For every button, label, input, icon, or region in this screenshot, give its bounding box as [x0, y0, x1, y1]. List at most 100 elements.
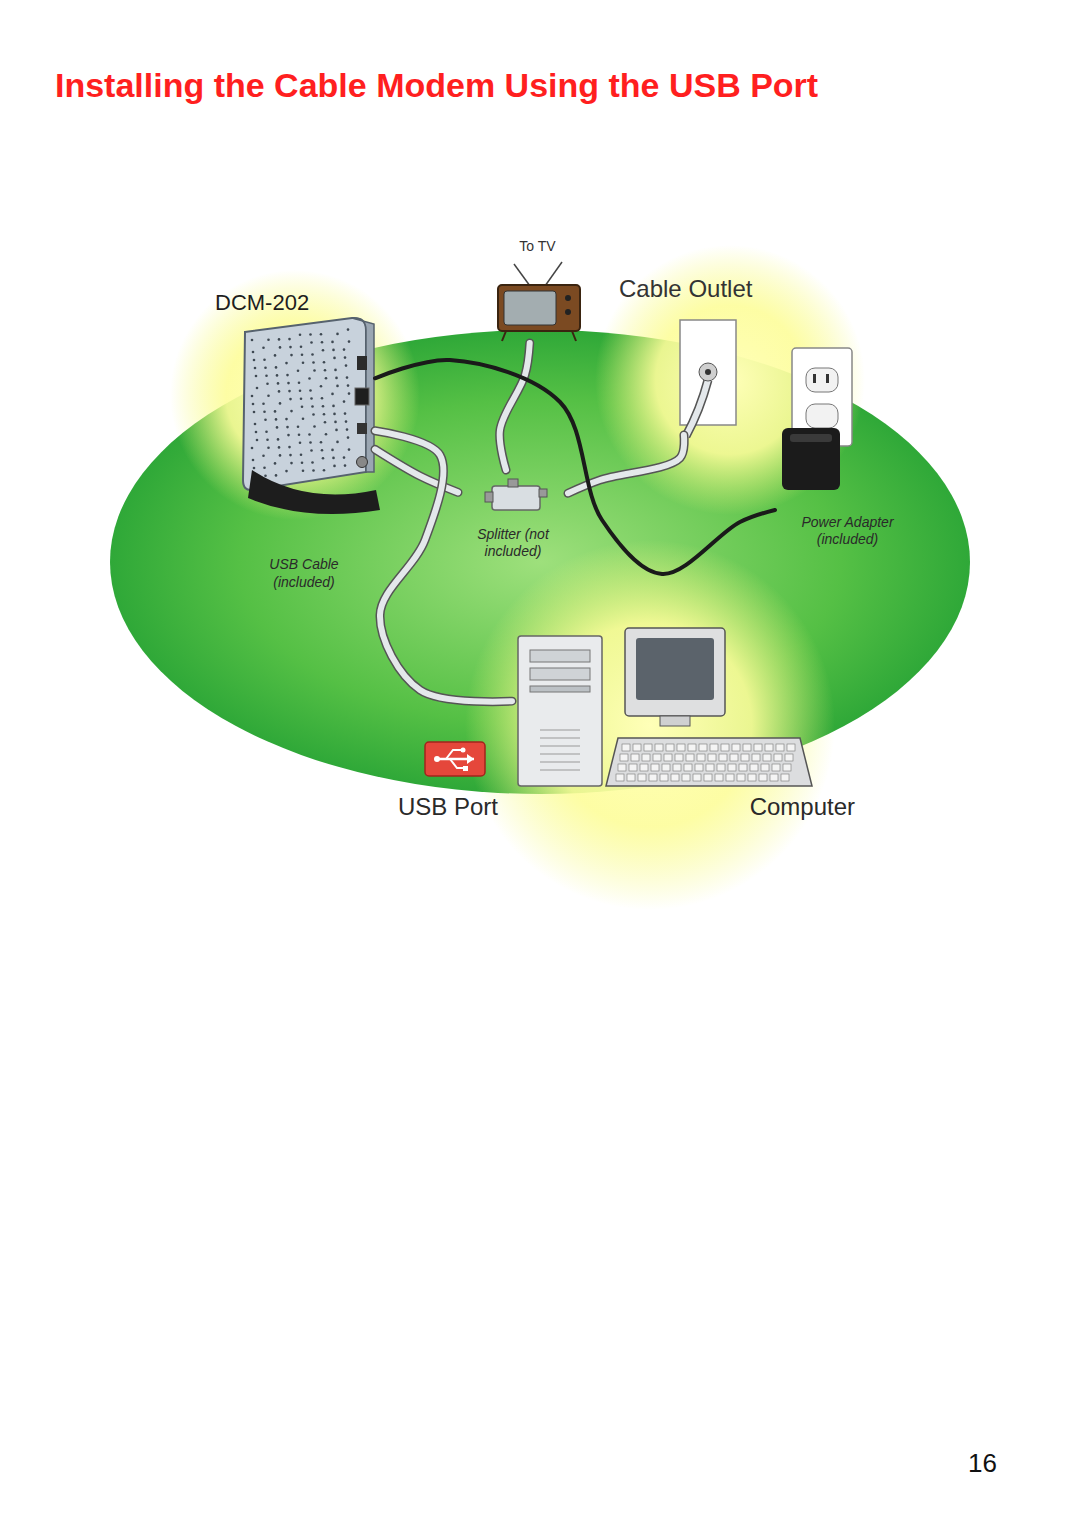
modem-vent	[344, 356, 347, 359]
modem-vent	[309, 389, 312, 392]
modem-vent	[264, 474, 267, 477]
key	[633, 744, 641, 751]
modem-vent	[302, 470, 305, 473]
modem-vent	[348, 392, 351, 395]
modem-vent	[322, 405, 325, 408]
cable-line	[500, 343, 530, 470]
modem-vent	[264, 366, 267, 369]
modem-vent	[313, 425, 316, 428]
modem-vent	[276, 374, 279, 377]
modem-vent	[252, 351, 255, 354]
key	[688, 744, 696, 751]
modem-vent	[276, 426, 279, 429]
modem-vent	[254, 423, 257, 426]
modem-vent	[348, 448, 351, 451]
usb-icon	[425, 742, 485, 776]
modem-vent	[324, 421, 327, 424]
modem-vent	[312, 361, 315, 364]
tv-node: To TV	[490, 238, 585, 343]
modem-drawing	[243, 318, 380, 514]
power-adapter-node: Power Adapter (included)	[775, 420, 920, 550]
modem-vent	[265, 430, 268, 433]
key	[618, 764, 626, 771]
modem-vent	[267, 446, 270, 449]
key	[620, 754, 628, 761]
key	[770, 774, 778, 781]
key	[642, 754, 650, 761]
key	[763, 754, 771, 761]
modem-vent	[286, 374, 289, 377]
cable-outlet-plate	[680, 320, 736, 436]
modem-vent	[311, 461, 314, 464]
key	[739, 764, 747, 771]
modem-vent	[298, 434, 301, 437]
key	[629, 764, 637, 771]
modem-vent	[285, 470, 288, 473]
modem-vent	[251, 395, 254, 398]
modem-vent	[279, 346, 282, 349]
modem-vent	[321, 397, 324, 400]
modem-vent	[321, 341, 324, 344]
modem-vent	[290, 462, 293, 465]
key	[730, 754, 738, 761]
modem-vent	[278, 446, 281, 449]
key	[693, 774, 701, 781]
key	[666, 744, 674, 751]
modem-vent	[263, 358, 266, 361]
modem-vent	[343, 456, 346, 459]
modem-vent	[347, 436, 350, 439]
modem-vent	[331, 449, 334, 452]
key	[715, 774, 723, 781]
modem-vent	[299, 442, 302, 445]
modem-vent	[289, 346, 292, 349]
modem-vent	[323, 469, 326, 472]
key	[726, 774, 734, 781]
key	[682, 774, 690, 781]
modem-label: DCM-202	[215, 290, 309, 316]
key	[671, 774, 679, 781]
modem-vent	[311, 405, 314, 408]
modem-vent	[277, 438, 280, 441]
modem-vent	[333, 357, 336, 360]
modem-vent	[320, 333, 323, 336]
modem-vent	[275, 366, 278, 369]
modem-vent	[336, 333, 339, 336]
power-cord	[375, 360, 775, 574]
modem-node: DCM-202	[205, 288, 375, 510]
key	[748, 774, 756, 781]
modem-vent	[289, 454, 292, 457]
key	[622, 744, 630, 751]
modem-vent	[335, 377, 338, 380]
modem-vent	[308, 377, 311, 380]
modem-vent	[344, 464, 347, 467]
key	[704, 774, 712, 781]
modem-vent	[252, 403, 255, 406]
key	[644, 744, 652, 751]
key	[783, 764, 791, 771]
key	[675, 754, 683, 761]
cable-outlet-node: Cable Outlet	[615, 275, 780, 435]
modem-vent	[308, 433, 311, 436]
modem-vent	[321, 449, 324, 452]
modem-vent	[309, 333, 312, 336]
key	[752, 754, 760, 761]
cable-label: USB Cable (included)	[252, 556, 356, 591]
modem-vent	[251, 447, 254, 450]
modem-vent	[262, 402, 265, 405]
key	[719, 754, 727, 761]
modem-vent	[300, 398, 303, 401]
modem-vent	[263, 410, 266, 413]
usb-port-node: USB Port	[388, 738, 508, 824]
modem-vent	[332, 405, 335, 408]
modem-vent	[299, 334, 302, 337]
modem-vent	[266, 438, 269, 441]
modem-vent	[310, 341, 313, 344]
key	[743, 744, 751, 751]
modem-vent	[297, 426, 300, 429]
modem-vent	[288, 446, 291, 449]
modem-vent	[347, 384, 350, 387]
tower-vent	[540, 746, 580, 747]
key	[785, 754, 793, 761]
modem-vent	[253, 467, 256, 470]
